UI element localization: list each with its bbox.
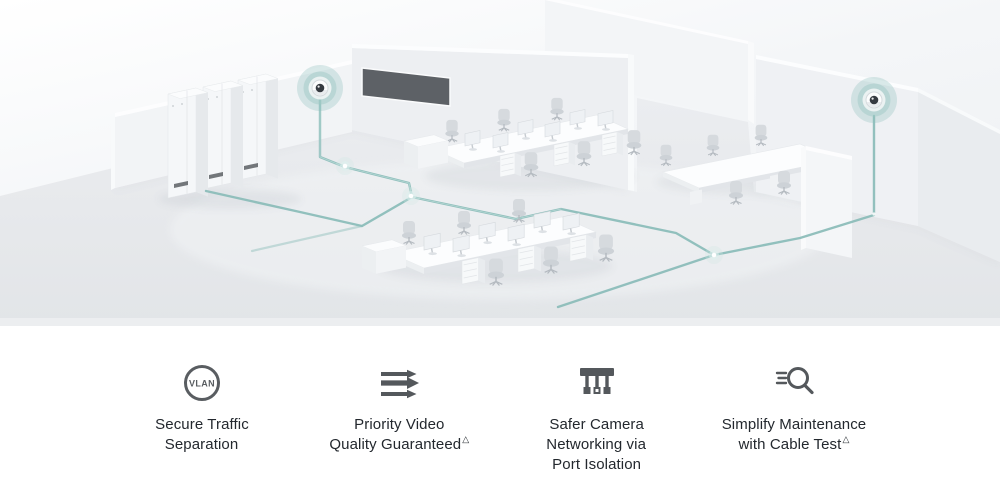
server-rack [237, 73, 279, 181]
feature-secure-traffic-separation: VLAN Secure Traffic Separation [112, 360, 292, 475]
priority-arrows-icon [381, 369, 420, 399]
feature-row: VLAN Secure Traffic Separation Priority … [0, 326, 1000, 475]
security-camera-left-icon [296, 64, 344, 112]
cable-branch [250, 224, 364, 253]
feature-label: Secure Traffic Separation [155, 416, 249, 453]
feature-safer-camera-networking: Safer Camera Networking via Port Isolati… [507, 360, 687, 475]
footnote-mark: △ [462, 434, 470, 444]
desk-cluster-back [403, 97, 643, 178]
back-wall-far [545, 0, 754, 124]
isometric-office-scene [0, 0, 1000, 326]
network-cables [204, 95, 876, 309]
cable-camera-right [556, 114, 876, 309]
server-rack [167, 87, 209, 199]
feature-label: Safer Camera Networking via Port Isolati… [546, 416, 647, 473]
desk-cluster-front [361, 198, 615, 287]
footnote-mark: △ [842, 434, 850, 444]
feature-label: Priority Video Quality Guaranteed△ [329, 416, 470, 453]
port-isolation-icon [579, 368, 614, 394]
cable-rack-feed [204, 189, 414, 228]
feature-simplify-maintenance: Simplify Maintenance with Cable Test△ [704, 360, 884, 475]
glow-dot [336, 157, 354, 175]
cable-test-search-icon [775, 367, 814, 395]
glow-dot [705, 246, 723, 264]
vlan-icon-text: VLAN [189, 379, 215, 389]
vlan-icon: VLAN [184, 365, 220, 401]
feature-label: Simplify Maintenance with Cable Test△ [721, 416, 867, 453]
feature-priority-video-quality: Priority Video Quality Guaranteed△ [309, 360, 489, 475]
glow-dot [402, 187, 420, 205]
server-rack [202, 80, 244, 190]
office-illustration [0, 0, 1000, 326]
security-camera-right-icon [850, 76, 898, 124]
server-racks [167, 73, 279, 199]
tv-screen [361, 67, 451, 107]
meeting-room-near-wall [801, 146, 852, 258]
